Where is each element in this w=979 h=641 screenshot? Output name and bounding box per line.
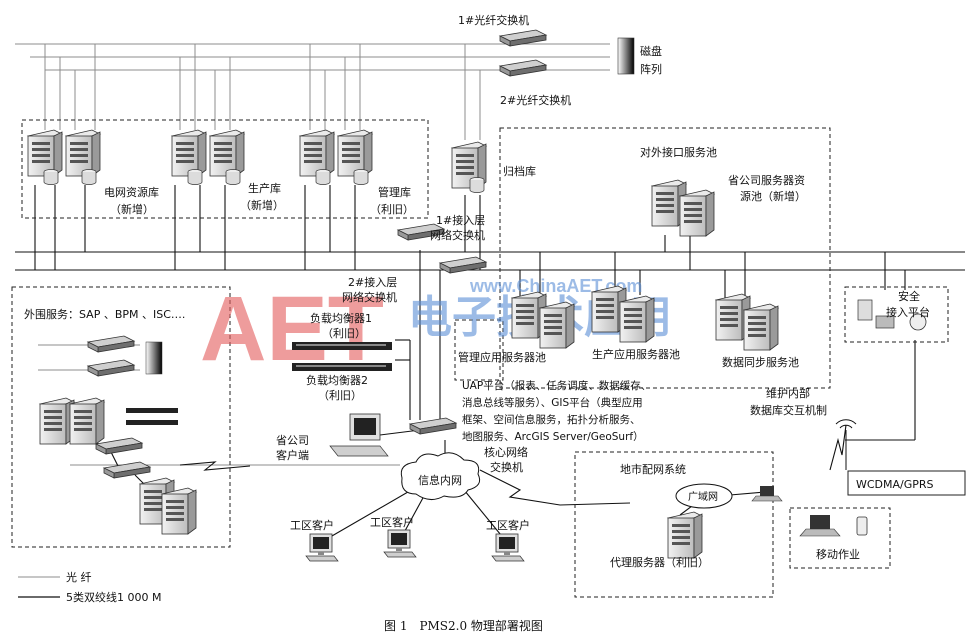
fiber-switch-2-icon	[499, 59, 547, 77]
legend: 光 纤 5类双绞线1 000 M	[18, 570, 161, 604]
legend-fiber-label: 光 纤	[66, 570, 92, 584]
lb-2-label: 负载均衡器2	[306, 373, 368, 387]
grid-db-status: （新增）	[110, 202, 154, 216]
peripheral-switch-b-icon	[87, 359, 135, 377]
mgmt-app-pool-label: 管理应用服务器池	[458, 350, 546, 364]
peripheral-switch-d-icon	[103, 461, 151, 479]
access-switch-2-label-1: 2#接入层	[348, 276, 397, 289]
core-switch-icon	[409, 417, 457, 435]
fiber-lines	[15, 43, 610, 466]
core-switch-label-1: 核心网络	[484, 445, 528, 459]
internal-label-1: 维护内部	[766, 386, 810, 400]
dashed-frames	[11, 119, 949, 598]
prod-db-label: 生产库	[248, 181, 281, 195]
wcdma-label: WCDMA/GPRS	[856, 478, 934, 491]
ext-pool-label: 对外接口服务池	[640, 145, 717, 159]
mobile-label: 移动作业	[816, 548, 860, 561]
intranet-cloud-icon	[400, 452, 481, 500]
province-client-label-2: 客户端	[276, 448, 309, 462]
mgmt-db-servers-icon	[299, 129, 373, 185]
province-client-label-1: 省公司	[276, 434, 309, 447]
peripheral-device-b-icon	[126, 420, 178, 425]
figure-caption: 图 1 PMS2.0 物理部署视图	[384, 618, 543, 633]
sync-pool-label: 数据同步服务池	[722, 355, 799, 369]
mgmt-db-status: （利旧）	[370, 203, 414, 216]
archive-server-icon	[451, 141, 487, 193]
peripheral-device-a-icon	[126, 408, 178, 413]
prov-pool-label-1: 省公司服务器资	[728, 174, 805, 187]
peripheral-servers-b-icon	[139, 477, 197, 535]
grid-db-label: 电网资源库	[104, 185, 159, 199]
client-a-label: 工区客户	[290, 518, 334, 532]
wan-links	[179, 424, 847, 506]
wan-label: 广域网	[688, 490, 718, 503]
peripheral-servers-icon	[39, 397, 105, 445]
access-switch-1-label-2: 网络交换机	[430, 228, 485, 242]
labels: 1#光纤交换机 2#光纤交换机 磁盘 阵列 电网资源库 （新增） 生产库 （新增…	[24, 13, 934, 569]
disk-array-icon	[617, 37, 635, 75]
uap-text-1: UAP平台（报表、任务调度、数据缓存、	[462, 379, 651, 392]
security-devices-icon	[857, 299, 927, 331]
access-switch-1-label-1: 1#接入层	[436, 214, 485, 227]
uap-text-3: 框架、空间信息服务，拓扑分析服务、	[462, 413, 641, 426]
local-net-label: 地市配网系统	[620, 462, 686, 476]
client-c-label: 工区客户	[486, 518, 530, 532]
switch-2-label: 2#光纤交换机	[500, 93, 571, 107]
security-label-2: 接入平台	[886, 305, 930, 319]
proxy-server-icon	[667, 511, 703, 559]
local-laptop-icon	[751, 486, 783, 502]
mobile-laptop-icon	[799, 515, 841, 537]
legend-cable-label: 5类双绞线1 000 M	[66, 590, 161, 604]
disk-label-2: 阵列	[640, 62, 662, 76]
uap-text-2: 消息总线等服务）、GIS平台（典型应用	[462, 396, 643, 409]
archive-label: 归档库	[503, 164, 536, 178]
proxy-label: 代理服务器（利旧）	[610, 556, 709, 569]
antenna-icon	[835, 419, 857, 470]
uap-text-4: 地图服务、ArcGIS Server/GeoSurf）	[462, 430, 644, 443]
prod-db-status: （新增）	[240, 198, 284, 212]
client-c-pc-icon	[491, 533, 525, 562]
lb-2-status: （利旧）	[318, 389, 362, 402]
prod-db-servers-icon	[171, 129, 245, 185]
mobile-phone-icon	[856, 516, 868, 536]
wan-ellipse-icon	[675, 483, 733, 509]
access-switch-2-icon	[439, 256, 487, 274]
sync-servers-icon	[715, 293, 779, 351]
peripheral-switch-a-icon	[87, 335, 135, 353]
client-b-pc-icon	[383, 529, 417, 558]
wcdma-box	[847, 470, 966, 496]
access-switch-2-label-2: 网络交换机	[342, 290, 397, 304]
prov-pool-label-2: 源池（新增）	[740, 189, 806, 203]
lb-1-status: （利旧）	[322, 327, 366, 340]
mgmt-db-label: 管理库	[378, 185, 411, 199]
core-switch-label-2: 交换机	[490, 460, 523, 474]
client-a-pc-icon	[305, 533, 339, 562]
peripheral-disk-icon	[145, 341, 163, 375]
internal-label-2: 数据库交互机制	[750, 403, 827, 417]
lb-1-label: 负载均衡器1	[310, 311, 372, 325]
disk-label-1: 磁盘	[640, 44, 662, 58]
load-balancer-2-icon	[292, 363, 392, 371]
province-client-pc-icon	[329, 413, 389, 457]
peripheral-label: 外围服务：SAP 、BPM 、ISC….	[24, 308, 185, 321]
prod-app-pool-label: 生产应用服务器池	[592, 347, 680, 361]
peripheral-switch-c-icon	[95, 437, 143, 455]
client-b-label: 工区客户	[370, 515, 414, 529]
security-label-1: 安全	[898, 289, 920, 303]
prov-pool-servers-icon	[651, 179, 715, 237]
intranet-label: 信息内网	[418, 473, 462, 487]
switch-1-label: 1#光纤交换机	[458, 13, 529, 27]
grid-db-servers-icon	[27, 129, 101, 185]
load-balancer-1-icon	[292, 342, 392, 350]
